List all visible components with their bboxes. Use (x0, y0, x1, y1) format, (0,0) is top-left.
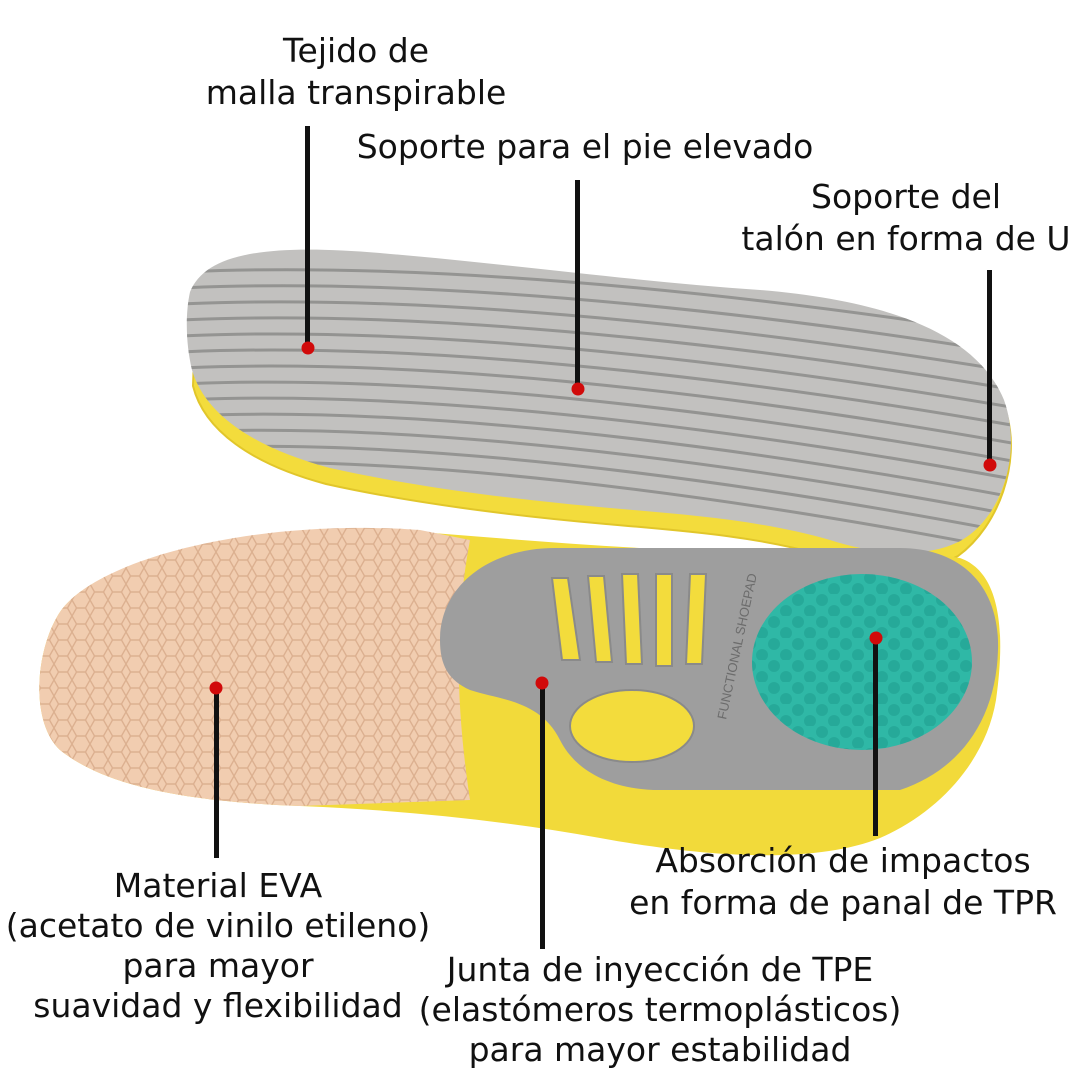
honeycomb-label-line-2: en forma de panal de TPR (629, 883, 1057, 922)
honeycomb-label-line-1: Absorción de impactos (655, 841, 1031, 880)
bottom-insole-arch-window (569, 689, 695, 763)
mesh-callout-dot (301, 341, 315, 355)
eva-callout-dot (209, 681, 223, 695)
mesh-label: Tejido de malla transpirable (206, 30, 507, 114)
top-insole (186, 249, 1012, 569)
eva-label-line-1: Material EVA (113, 866, 323, 905)
mesh-label-line-2: malla transpirable (205, 73, 507, 112)
tpe-label-line-2: (elastómeros termoplásticos) (418, 990, 902, 1029)
eva-label-line-3: para mayor (122, 946, 314, 985)
tpe-label-line-1: Junta de inyección de TPE (446, 950, 874, 989)
heel-cup-label: Soporte del talón en forma de U (741, 176, 1070, 260)
mesh-leader-line (305, 126, 310, 346)
tpe-label: Junta de inyección de TPE (elastómeros t… (419, 950, 902, 1070)
heel-cup-label-line-2: talón en forma de U (741, 219, 1071, 258)
mesh-label-line-1: Tejido de (282, 31, 430, 70)
tpe-label-line-3: para mayor estabilidad (468, 1030, 852, 1069)
arch-leader-line (575, 180, 580, 387)
arch-label: Soporte para el pie elevado (357, 126, 814, 168)
tpe-callout-dot (535, 676, 549, 690)
tpe-leader-line (540, 685, 545, 949)
honeycomb-callout-dot (869, 631, 883, 645)
heel-cup-callout-dot (983, 458, 997, 472)
eva-leader-line (214, 690, 219, 858)
eva-label: Material EVA (acetato de vinilo etileno)… (6, 866, 431, 1026)
eva-label-line-4: suavidad y flexibilidad (33, 986, 403, 1025)
heel-cup-leader-line (987, 270, 992, 463)
heel-cup-label-line-1: Soporte del (811, 177, 1001, 216)
honeycomb-leader-line (873, 640, 878, 836)
eva-label-line-2: (acetato de vinilo etileno) (5, 906, 431, 945)
bottom-insole: FUNCTIONAL SHOEPAD (39, 527, 1001, 856)
arch-callout-dot (571, 382, 585, 396)
honeycomb-label: Absorción de impactos en forma de panal … (629, 840, 1057, 924)
arch-label-line-1: Soporte para el pie elevado (356, 127, 814, 166)
